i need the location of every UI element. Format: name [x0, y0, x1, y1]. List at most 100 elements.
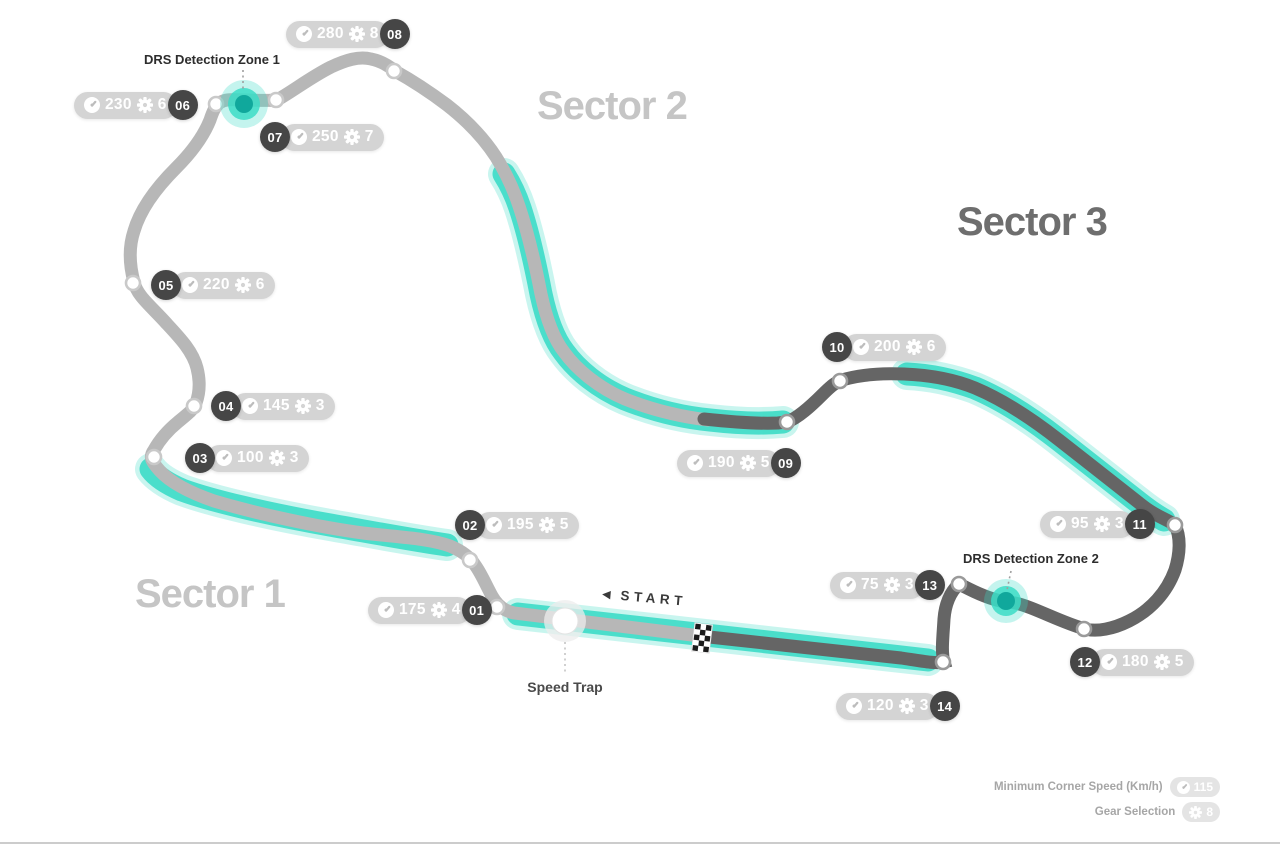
corner-gear: 6: [255, 276, 265, 293]
corner-number-badge: 08: [379, 19, 410, 49]
corner-gear: 3: [1114, 515, 1124, 532]
speed-trap-label: Speed Trap: [527, 679, 603, 695]
corner-gear: 5: [559, 516, 569, 533]
corner-speed: 195: [507, 516, 534, 533]
gear-icon: [235, 277, 251, 293]
gear-icon: [431, 602, 447, 618]
corner-number-badge: 07: [260, 122, 290, 152]
legend: Minimum Corner Speed (Km/h) 115 Gear Sel…: [994, 777, 1220, 822]
corner-speed: 75: [861, 576, 879, 593]
checkered-flag: [690, 622, 714, 654]
corner-speed: 250: [312, 128, 339, 145]
corner-number-badge: 11: [1124, 509, 1155, 539]
corner-speed: 230: [105, 96, 132, 113]
corner-gear: 4: [451, 601, 461, 618]
gear-icon: [295, 398, 311, 414]
gear-icon: [137, 97, 153, 113]
turn-markers-dark: [778, 372, 1184, 671]
speedometer-icon: [1050, 516, 1066, 532]
corner-number-badge: 06: [167, 90, 198, 120]
corner-gear: 6: [926, 338, 936, 355]
corner-pill: 120 3: [836, 692, 939, 720]
speedometer-icon: [291, 129, 307, 145]
corner-number-badge: 14: [929, 691, 960, 721]
corner-number-badge: 03: [185, 443, 215, 473]
legend-gear-label: Gear Selection: [1094, 806, 1176, 818]
corner-gear: 5: [760, 454, 770, 471]
speedometer-icon: [296, 26, 312, 42]
speedometer-icon: [378, 602, 394, 618]
speedometer-icon: [853, 339, 869, 355]
gear-icon: [884, 577, 900, 593]
speedometer-icon: [216, 450, 232, 466]
sector-1-label: Sector 1: [135, 572, 286, 616]
corner-gear: 3: [904, 576, 914, 593]
corner-speed: 120: [867, 697, 894, 714]
legend-gear-pill: 8: [1182, 802, 1220, 822]
corner-gear: 3: [919, 697, 929, 714]
corner-speed: 280: [317, 25, 344, 42]
left-arrow-icon: ◀: [601, 587, 612, 602]
corner-label-05: 220 6 05: [151, 270, 275, 300]
legend-speed-pill: 115: [1169, 777, 1220, 797]
speedometer-icon: [1177, 781, 1190, 794]
corner-speed: 180: [1122, 653, 1149, 670]
legend-speed-label: Minimum Corner Speed (Km/h): [993, 781, 1163, 793]
gear-icon: [906, 339, 922, 355]
corner-speed: 220: [203, 276, 230, 293]
corner-number-badge: 10: [822, 332, 852, 362]
bottom-border: [0, 842, 1280, 844]
legend-row-gear: Gear Selection 8: [1095, 802, 1220, 822]
gear-icon: [344, 129, 360, 145]
corner-speed: 200: [874, 338, 901, 355]
corner-number-badge: 13: [914, 570, 945, 600]
speedometer-icon: [84, 97, 100, 113]
gear-icon: [740, 455, 756, 471]
corner-speed: 175: [399, 601, 426, 618]
corner-pill: 280 8: [286, 20, 389, 48]
corner-gear: 5: [1174, 653, 1184, 670]
sector-3-label: Sector 3: [957, 200, 1108, 244]
corner-number-badge: 05: [151, 270, 181, 300]
speedometer-icon: [1101, 654, 1117, 670]
drs-zone-2-label: DRS Detection Zone 2: [963, 551, 1099, 566]
gear-icon: [1189, 806, 1202, 819]
corner-gear: 8: [369, 25, 379, 42]
speedometer-icon: [182, 277, 198, 293]
speedometer-icon: [687, 455, 703, 471]
gear-icon: [1154, 654, 1170, 670]
corner-number-badge: 04: [211, 391, 241, 421]
legend-speed-value: 115: [1193, 780, 1213, 794]
legend-gear-value: 8: [1206, 805, 1213, 819]
speed-trap-marker: [544, 600, 586, 675]
sector-2-label: Sector 2: [537, 84, 688, 128]
corner-pill: 220 6: [172, 271, 275, 299]
corner-number-badge: 09: [770, 448, 801, 478]
corner-pill: 75 3: [830, 571, 924, 599]
gear-icon: [1094, 516, 1110, 532]
corner-label-08: 280 8 08: [286, 19, 410, 49]
track-sector12-path: [123, 51, 715, 643]
gear-icon: [899, 698, 915, 714]
corner-gear: 3: [289, 449, 299, 466]
drs-zone-1-label: DRS Detection Zone 1: [144, 52, 280, 67]
corner-number-badge: 02: [455, 510, 485, 540]
corner-label-14: 120 3 14: [836, 691, 960, 721]
